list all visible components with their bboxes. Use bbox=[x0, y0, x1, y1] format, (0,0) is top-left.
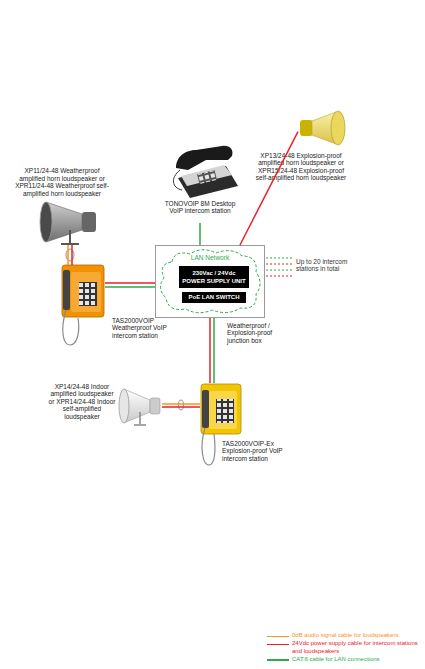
phone-base bbox=[178, 166, 238, 198]
handset bbox=[202, 390, 209, 428]
intercom-station: TAS2000VOIP-Ex Explosion-proof VoIP inte… bbox=[200, 383, 242, 435]
cable-line bbox=[199, 223, 201, 245]
cable-line bbox=[240, 132, 298, 245]
station-housing bbox=[201, 384, 241, 434]
explosion-proof-horn bbox=[300, 111, 345, 145]
keypad-keys bbox=[197, 170, 217, 184]
legend-row: 24Vdc power supply cable for intercom st… bbox=[267, 640, 423, 655]
node-label: XP13/24-48 Explosion-proof amplified hor… bbox=[253, 152, 349, 182]
station-face bbox=[71, 272, 101, 312]
indoor-horn bbox=[119, 389, 160, 425]
node-label: TAS2000VOIP-Ex Explosion-proof VoIP inte… bbox=[222, 440, 294, 462]
note-label: Up to 20 intercom stations in total bbox=[296, 258, 368, 273]
cable-line bbox=[162, 406, 200, 408]
phone-cord bbox=[173, 170, 182, 190]
switch-box: PoE LAN SWITCH bbox=[182, 292, 246, 303]
node-label: TAS2000VOIP Weatherproof VoIP intercom s… bbox=[112, 317, 172, 339]
horn-loudspeaker: XP11/24-48 Weatherproof amplified horn l… bbox=[40, 200, 98, 245]
cable-line bbox=[162, 403, 200, 405]
desktop-station: TONOVOIP 8M Desktop VoIP intercom statio… bbox=[160, 145, 240, 223]
node-label: XP11/24-48 Weatherproof amplified horn l… bbox=[14, 167, 110, 197]
legend-swatch bbox=[267, 636, 289, 638]
legend-swatch bbox=[267, 659, 289, 661]
horn-driver bbox=[300, 120, 313, 136]
horn-bell bbox=[119, 389, 129, 423]
dashed-line bbox=[266, 270, 292, 271]
cable-line bbox=[67, 245, 69, 265]
legend-row: 0dB audio signal cable for loudspeakers bbox=[267, 632, 423, 640]
junction-box: Weatherproof / Explosion-proof junction … bbox=[155, 245, 265, 318]
cable-line bbox=[105, 286, 155, 288]
keypad bbox=[197, 170, 217, 184]
node-label: LAN Network bbox=[158, 254, 262, 261]
handset bbox=[63, 270, 70, 310]
cable-line bbox=[71, 245, 73, 265]
horn-bracket bbox=[134, 412, 146, 425]
weatherproof-station bbox=[62, 265, 104, 345]
horn-driver bbox=[82, 212, 96, 232]
legend-swatch bbox=[267, 644, 289, 646]
legend-text: CAT.6 cable for LAN connections bbox=[292, 656, 422, 664]
dashed-line bbox=[266, 258, 292, 259]
phone-handset bbox=[176, 146, 233, 170]
horn-bracket bbox=[61, 230, 79, 244]
weatherproof-horn bbox=[40, 202, 96, 244]
cable-line bbox=[105, 282, 155, 284]
dashed-line bbox=[266, 264, 292, 265]
cable-loop bbox=[66, 249, 74, 261]
legend-text: 0dB audio signal cable for loudspeakers bbox=[292, 632, 422, 640]
network-dashes bbox=[266, 258, 292, 276]
keypad-keys bbox=[79, 282, 97, 306]
node-label: TONOVOIP 8M Desktop VoIP intercom statio… bbox=[160, 200, 240, 215]
handset-cord bbox=[63, 310, 79, 345]
intercom-station: TAS2000VOIP Weatherproof VoIP intercom s… bbox=[60, 265, 105, 318]
power-supply-box: 230Vac / 24Vdc POWER SUPPLY UNIT bbox=[179, 266, 249, 288]
node-label: XP14/24-48 Indoor amplified loudspeaker … bbox=[48, 383, 116, 420]
keypad-keys bbox=[216, 399, 234, 423]
keypad bbox=[79, 282, 97, 306]
station-housing bbox=[62, 265, 104, 317]
horn-bell bbox=[40, 202, 52, 242]
cable-loop bbox=[179, 400, 184, 410]
horn-loudspeaker: XP13/24-48 Explosion-proof amplified hor… bbox=[298, 110, 348, 146]
horn-loudspeaker: XP14/24-48 Indoor amplified loudspeaker … bbox=[118, 388, 162, 425]
cable-line bbox=[209, 318, 211, 383]
horn-bell bbox=[331, 111, 345, 145]
keypad bbox=[216, 399, 234, 423]
station-face bbox=[209, 391, 237, 429]
node-label: Weatherproof / Explosion-proof junction … bbox=[227, 322, 289, 344]
lan-cloud: LAN Network 230Vac / 24Vdc POWER SUPPLY U… bbox=[158, 248, 262, 315]
dashed-line bbox=[266, 276, 292, 277]
desktop-phone bbox=[173, 146, 238, 198]
legend-row: CAT.6 cable for LAN connections bbox=[267, 656, 423, 664]
node-label: PoE LAN SWITCH bbox=[182, 294, 246, 301]
legend-text: 24Vdc power supply cable for intercom st… bbox=[292, 640, 422, 655]
horn-driver bbox=[150, 398, 160, 414]
handset-cord bbox=[202, 428, 215, 465]
cable-line bbox=[213, 318, 215, 383]
legend: 0dB audio signal cable for loudspeakers2… bbox=[267, 632, 423, 664]
node-label: 230Vac / 24Vdc POWER SUPPLY UNIT bbox=[181, 269, 247, 285]
